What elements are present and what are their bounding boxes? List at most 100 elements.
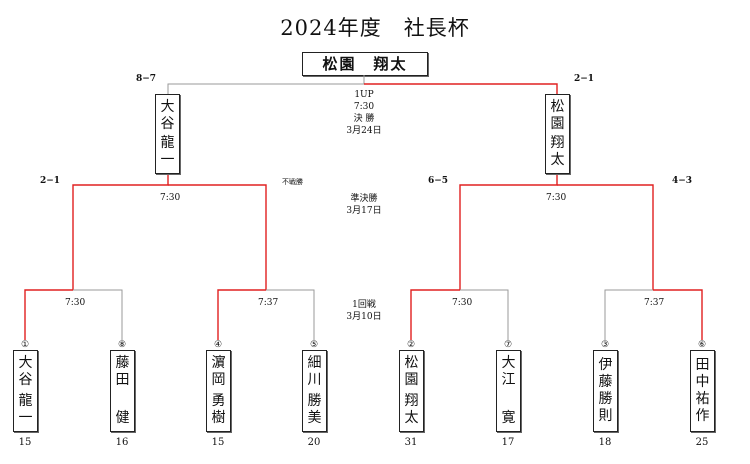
semi-left-time: 7:30 (160, 193, 181, 203)
player-name-part: 田中祐作 (696, 357, 710, 425)
player-number: 16 (115, 437, 129, 448)
player-name-part: 大谷 (19, 355, 33, 389)
name-char: 谷 (18, 372, 33, 388)
semi-left-score-a: 2−1 (40, 176, 61, 186)
player-seed: ③ (600, 340, 610, 350)
player-name-part: 細川 (308, 355, 322, 389)
player-name-part: 龍一 (19, 393, 33, 427)
final-left-score: 8−7 (136, 74, 157, 84)
name-char: 谷 (160, 116, 175, 132)
player-number: 15 (18, 437, 32, 448)
r1-line-left (410, 289, 460, 340)
r1-line-right (266, 289, 315, 340)
player-name-box: 田中祐作 (690, 350, 715, 432)
finalist-right-box: 松園 翔太 (545, 94, 570, 174)
name-char: 松 (550, 99, 565, 115)
semifinal-label-line: 準決勝 (350, 194, 378, 204)
name-char: 翔 (550, 135, 565, 151)
name-char: 藤 (598, 374, 613, 390)
player-name-part: 濵岡 (212, 355, 226, 389)
r1-match-2-time: 7:37 (258, 298, 279, 308)
player-name-box: 伊藤勝則 (593, 350, 618, 432)
name-char: 勇 (211, 393, 226, 409)
player-number: 20 (307, 437, 321, 448)
name-char: 濵 (211, 355, 226, 371)
name-char: 園 (550, 116, 565, 132)
semi-right-line-a (459, 174, 558, 290)
finalist-right-family-name: 翔太 (551, 135, 565, 169)
final-left-line (167, 75, 365, 94)
semi-left-line-a (72, 174, 169, 290)
tournament-title: 2024年度 社長杯 (280, 16, 470, 40)
semi-right-time: 7:30 (546, 193, 567, 203)
name-char: 川 (307, 372, 322, 388)
name-char: 樹 (211, 410, 226, 426)
name-char: 美 (307, 410, 322, 426)
player-number: 17 (501, 437, 515, 448)
name-char: 田 (695, 357, 710, 373)
player-seed: ⑦ (503, 340, 513, 350)
player-name-box: 大谷龍一 (13, 350, 38, 432)
final-right-line (364, 83, 558, 94)
player-name-box: 大江寛 (496, 350, 521, 432)
player-name-part: 大江 (502, 355, 516, 389)
player-name-part: 翔太 (405, 393, 419, 427)
name-char: 作 (695, 408, 710, 424)
player-name-box: 濵岡勇樹 (206, 350, 231, 432)
player-name-part: 勝美 (308, 393, 322, 427)
player-name-part: 藤田 (116, 355, 130, 389)
player-seed: ⑥ (697, 340, 707, 350)
name-char: 龍 (18, 393, 33, 409)
finalist-left-box: 大谷 龍一 (155, 94, 180, 174)
player-name-part: 松園 (405, 355, 419, 389)
player-number: 15 (211, 437, 225, 448)
player-number: 31 (404, 437, 418, 448)
player-name-box: 松園翔太 (399, 350, 424, 432)
name-char: 大 (501, 355, 516, 371)
player-name-part: 健 (116, 410, 130, 427)
player-name-part: 伊藤勝則 (599, 357, 613, 425)
name-char: 園 (404, 372, 419, 388)
name-char: 大 (18, 355, 33, 371)
name-char: 伊 (598, 357, 613, 373)
player-seed: ① (20, 340, 30, 350)
first-round-label-line: 3月10日 (346, 312, 382, 322)
semi-right-line-b (557, 184, 654, 290)
r1-line-left (217, 289, 266, 340)
finalist-right-given-name: 松園 (551, 99, 565, 133)
final-label-line: 1UP (354, 90, 374, 100)
name-char: 大 (160, 99, 175, 115)
name-char: 翔 (404, 393, 419, 409)
player-name-box: 藤田健 (110, 350, 135, 432)
name-char: 江 (501, 372, 516, 388)
name-char: 太 (550, 152, 565, 168)
final-label: 1UP 7:30 決 勝 3月24日 (334, 89, 394, 137)
name-char: 一 (160, 152, 175, 168)
finalist-left-family-name: 龍一 (161, 135, 175, 169)
name-char: 勝 (598, 391, 613, 407)
player-seed: ⑧ (117, 340, 127, 350)
semi-left-line-b (168, 184, 267, 290)
player-name-part: 勇樹 (212, 393, 226, 427)
semi-right-score-b: 4−3 (672, 176, 693, 186)
final-right-score: 2−1 (574, 74, 595, 84)
first-round-label-line: 1回戦 (352, 300, 376, 310)
r1-match-3-time: 7:30 (452, 298, 473, 308)
semi-left-walkover-note: 不戦勝 (282, 178, 303, 186)
name-char: 細 (307, 355, 322, 371)
r1-match-1-time: 7:30 (65, 298, 86, 308)
name-char: 中 (695, 374, 710, 390)
r1-line-right (653, 289, 703, 340)
player-seed: ② (406, 340, 416, 350)
name-char: 太 (404, 410, 419, 426)
name-char: 藤 (115, 355, 130, 371)
champion-box: 松園 翔太 (302, 52, 428, 76)
name-char: 一 (18, 410, 33, 426)
r1-line-right (73, 289, 123, 340)
player-seed: ⑤ (309, 340, 319, 350)
player-number: 18 (598, 437, 612, 448)
name-char: 寛 (501, 410, 516, 426)
semifinal-label-line: 3月17日 (346, 206, 382, 216)
player-seed: ④ (213, 340, 223, 350)
